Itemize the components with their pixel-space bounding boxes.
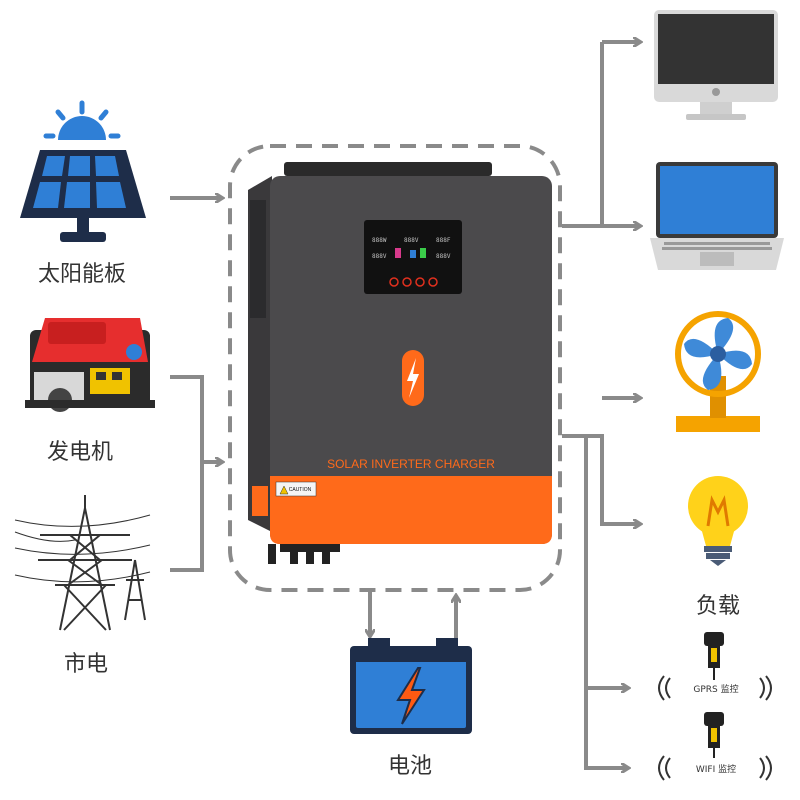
light-bulb-icon bbox=[688, 476, 748, 566]
solar-label: 太阳能板 bbox=[37, 262, 126, 287]
load-label: 负载 bbox=[695, 594, 740, 619]
inverter-brand-text: SOLAR INVERTER CHARGER bbox=[327, 457, 495, 471]
generator-icon bbox=[25, 318, 155, 412]
svg-text:888V: 888V bbox=[372, 253, 387, 260]
output-arrows bbox=[586, 42, 640, 768]
grid-label: 市电 bbox=[63, 652, 108, 677]
power-tower-icon bbox=[14, 495, 151, 631]
gprs-monitor-icon bbox=[658, 632, 772, 701]
wifi-monitor-icon bbox=[658, 712, 772, 781]
battery-arrows bbox=[370, 592, 456, 640]
caution-label: CAUTION bbox=[289, 487, 312, 493]
wifi-monitor-label: WIFI 监控 bbox=[696, 763, 736, 775]
battery-icon bbox=[350, 638, 472, 734]
fan-icon bbox=[675, 311, 761, 432]
inverter-unit: 888W 888V 888F 888V 888V SOLAR INVERTER … bbox=[248, 162, 552, 564]
svg-text:888W: 888W bbox=[372, 237, 387, 244]
generator-grid-connector bbox=[170, 375, 222, 572]
gprs-monitor-label: GPRS 监控 bbox=[693, 683, 738, 695]
svg-text:888V: 888V bbox=[404, 237, 419, 244]
svg-text:888F: 888F bbox=[436, 237, 451, 244]
inverter-dashed-frame bbox=[228, 144, 562, 592]
monitor-icon bbox=[654, 10, 778, 120]
battery-label: 电池 bbox=[387, 754, 432, 779]
svg-text:888V: 888V bbox=[436, 253, 451, 260]
generator-label: 发电机 bbox=[46, 440, 113, 465]
laptop-icon bbox=[650, 162, 784, 270]
output-connectors bbox=[562, 42, 604, 770]
solar-panel-icon bbox=[20, 100, 146, 242]
